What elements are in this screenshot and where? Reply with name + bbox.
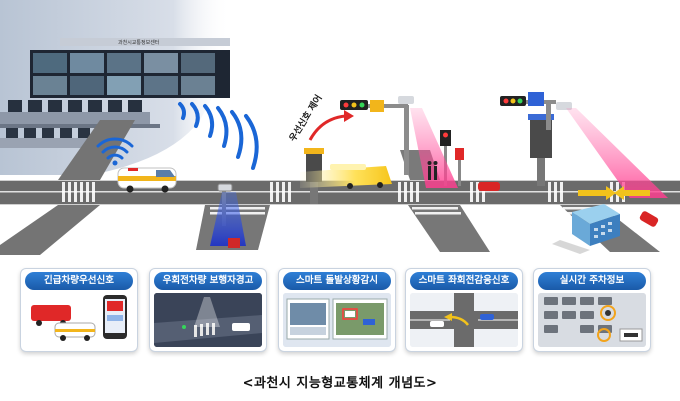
ambulance-icon: [117, 167, 177, 193]
card-label: 스마트 좌회전감응신호: [410, 272, 518, 290]
card-illustration: [25, 293, 133, 347]
pedestrians: [427, 161, 438, 180]
diagram-caption: <과천시 지능형교통체계 개념도>: [242, 376, 438, 391]
parking-sensor-icon: [600, 305, 616, 321]
feature-card-incident-monitoring: 스마트 돌발상황감시: [278, 268, 396, 352]
traffic-light-icon: [340, 96, 414, 175]
control-room: 과천시교통정보센터: [0, 0, 231, 175]
feature-card-emergency-priority: 긴급차량우선신호: [20, 268, 138, 352]
feature-card-left-turn-signal: 스마트 좌회전감응신호: [405, 268, 523, 352]
feature-card-parking-info: 실시간 주차정보: [533, 268, 651, 352]
card-illustration: [410, 293, 518, 347]
card-label: 긴급차량우선신호: [25, 272, 133, 290]
cctv-camera-icon: [210, 183, 246, 248]
card-illustration: [283, 293, 391, 347]
signal-wave-icon: [178, 102, 259, 170]
card-illustration: [154, 293, 262, 347]
feature-card-right-turn-warning: 우회전차량 보행자경고: [149, 268, 267, 352]
parking-sensor-2-icon: [597, 328, 611, 342]
pedestrian-detection-beam: [410, 108, 668, 198]
red-car-icon: [478, 182, 659, 227]
card-illustration: [538, 293, 646, 347]
parking-building-icon: [552, 204, 620, 254]
priority-signal-label: 우선신호 제어: [286, 92, 324, 143]
card-label: 실시간 주차정보: [538, 272, 646, 290]
turn-arrows: [578, 186, 650, 200]
wifi-icon: [96, 137, 134, 166]
control-room-sign: 과천시교통정보센터: [118, 39, 159, 46]
card-label: 우회전차량 보행자경고: [154, 272, 262, 290]
traffic-light-2-icon: [500, 92, 572, 130]
yellow-car-icon: [300, 164, 392, 189]
fire-truck-icon: [31, 305, 71, 321]
card-label: 스마트 돌발상황감시: [283, 272, 391, 290]
